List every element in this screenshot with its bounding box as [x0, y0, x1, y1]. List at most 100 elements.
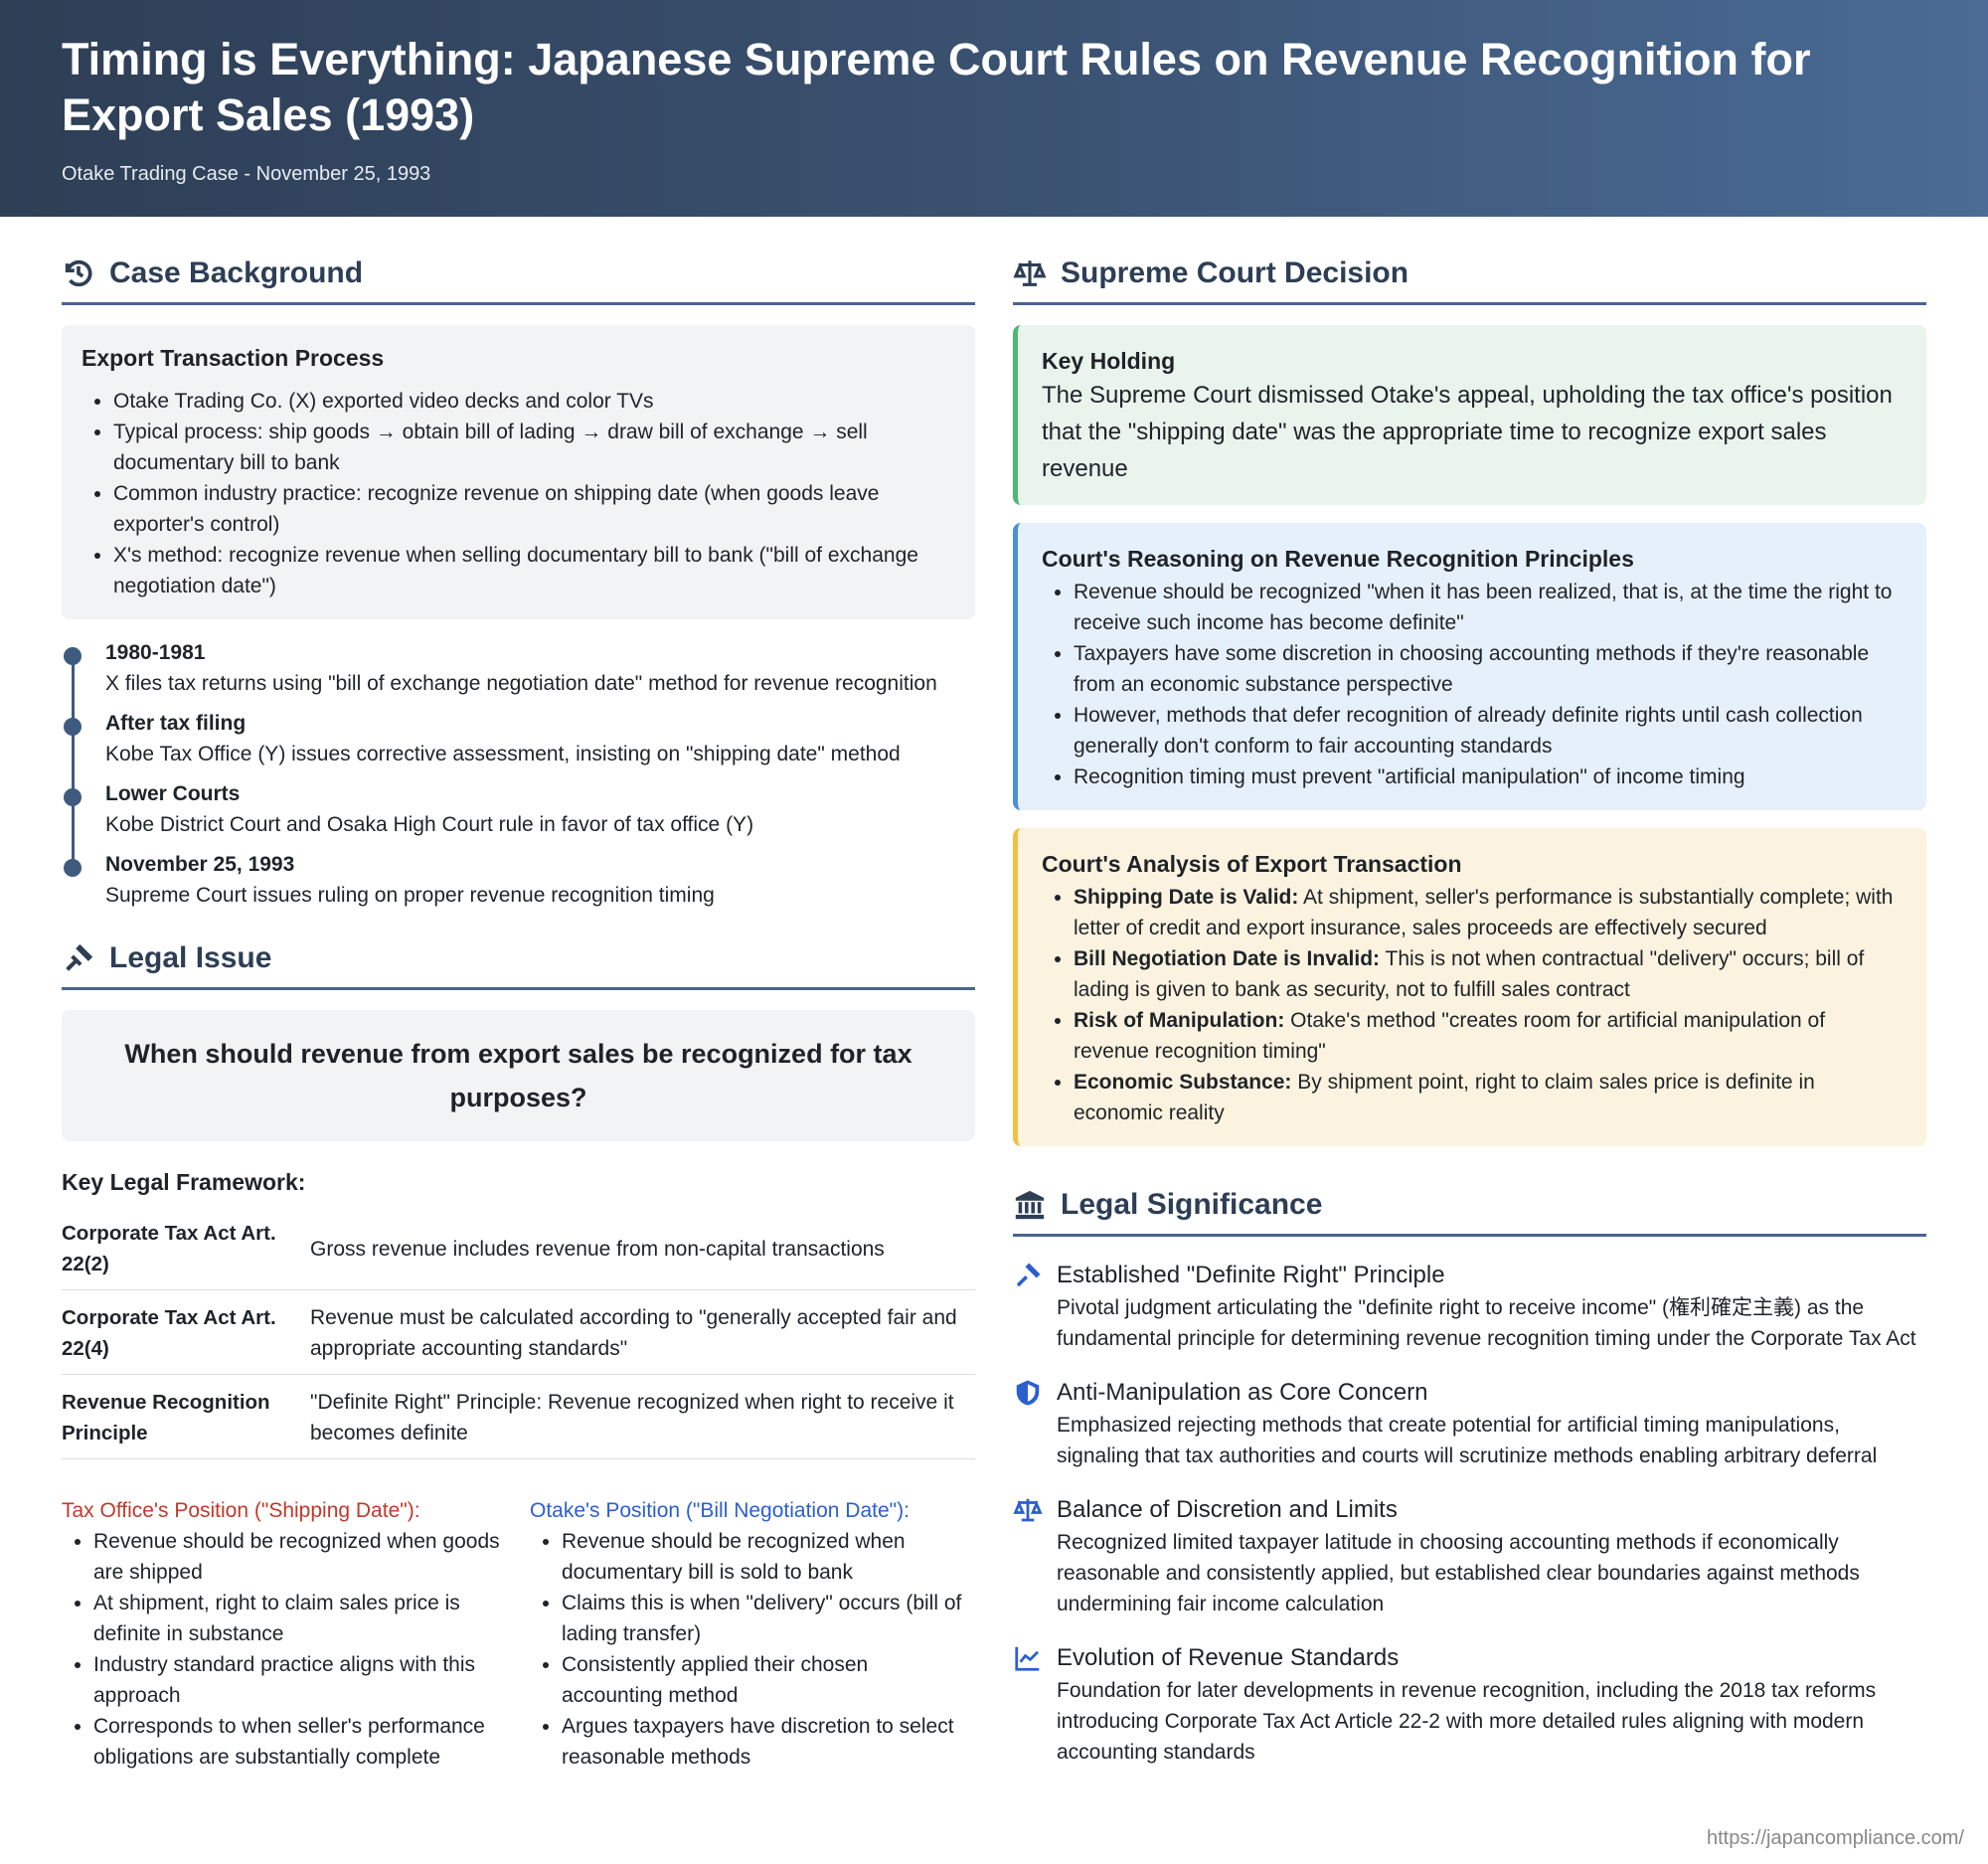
list-item: Revenue should be recognized when goods …: [93, 1526, 506, 1588]
item-text: By shipment point, right to claim sales …: [1074, 1071, 1815, 1124]
scale-icon: [1013, 1498, 1043, 1522]
legal-issue-heading: Legal Issue: [62, 920, 975, 990]
holding-text: The Supreme Court dismissed Otake's appe…: [1042, 382, 1893, 482]
timeline: 1980-1981 X files tax returns using "bill…: [62, 637, 975, 911]
list-item: X's method: recognize revenue when selli…: [113, 540, 955, 601]
scale-icon: [1013, 260, 1047, 286]
timeline-dot: [64, 647, 82, 665]
timeline-text: Kobe District Court and Osaka High Court…: [105, 813, 754, 836]
item-text: This is not when contractual "delivery" …: [1074, 947, 1865, 1001]
list-item: Corresponds to when seller's performance…: [93, 1711, 506, 1773]
tax-office-position: Tax Office's Position ("Shipping Date"):…: [62, 1495, 506, 1773]
page-header: Timing is Everything: Japanese Supreme C…: [0, 0, 1988, 217]
chart-line-icon: [1015, 1646, 1040, 1671]
list-item: Revenue should be recognized "when it ha…: [1074, 577, 1903, 638]
timeline-item: 1980-1981 X files tax returns using "bill…: [64, 637, 975, 699]
list-item: Typical process: ship goods → obtain bil…: [113, 417, 955, 478]
item-label: Shipping Date is Valid:: [1074, 886, 1299, 909]
timeline-text: Supreme Court issues ruling on proper re…: [105, 884, 715, 907]
timeline-date: Lower Courts: [105, 782, 241, 805]
list-item: Common industry practice: recognize reve…: [113, 478, 955, 540]
list-item: Argues taxpayers have discretion to sele…: [562, 1711, 974, 1773]
timeline-date: 1980-1981: [105, 641, 206, 664]
significance-heading: Legal Significance: [1013, 1146, 1926, 1237]
footer-url[interactable]: https://japancompliance.com/: [1706, 1827, 1964, 1849]
table-row: Corporate Tax Act Art. 22(4)Revenue must…: [62, 1289, 975, 1375]
list-item: Otake Trading Co. (X) exported video dec…: [113, 386, 955, 417]
list-item: Revenue should be recognized when docume…: [562, 1526, 974, 1588]
timeline-dot: [64, 859, 82, 877]
box-title: Court's Analysis of Export Transaction: [1042, 851, 1462, 877]
timeline-text: Kobe Tax Office (Y) issues corrective as…: [105, 743, 901, 765]
list-item: Industry standard practice aligns with t…: [93, 1649, 506, 1711]
case-background-heading: Case Background: [62, 217, 975, 305]
list-item: Consistently applied their chosen accoun…: [562, 1649, 974, 1711]
reasoning-box: Court's Reasoning on Revenue Recognition…: [1013, 523, 1926, 810]
item-label: Bill Negotiation Date is Invalid:: [1074, 947, 1381, 970]
framework-key: Corporate Tax Act Art. 22(4): [62, 1289, 310, 1375]
page-title: Timing is Everything: Japanese Supreme C…: [62, 34, 1811, 140]
otake-position: Otake's Position ("Bill Negotiation Date…: [530, 1495, 974, 1773]
section-title: Supreme Court Decision: [1061, 256, 1409, 289]
landmark-icon: [1015, 1190, 1045, 1220]
table-row: Corporate Tax Act Art. 22(2)Gross revenu…: [62, 1206, 975, 1290]
gavel-icon: [1016, 1263, 1041, 1287]
history-icon: [65, 259, 92, 287]
page-subtitle: Otake Trading Case - November 25, 1993: [62, 163, 431, 185]
list-item: Claims this is when "delivery" occurs (b…: [562, 1588, 974, 1649]
position-title: Otake's Position ("Bill Negotiation Date…: [530, 1499, 910, 1522]
timeline-dot: [64, 718, 82, 736]
list-item: Bill Negotiation Date is Invalid: This i…: [1074, 943, 1903, 1005]
box-title: Court's Reasoning on Revenue Recognition…: [1042, 546, 1634, 572]
positions: Tax Office's Position ("Shipping Date"):…: [62, 1495, 975, 1773]
section-title: Case Background: [109, 256, 364, 289]
item-text: At shipment, seller's performance is sub…: [1074, 886, 1894, 939]
gavel-icon: [66, 943, 93, 971]
item-title: Anti-Manipulation as Core Concern: [1057, 1379, 1428, 1406]
framework-key: Corporate Tax Act Art. 22(2): [62, 1206, 310, 1290]
item-title: Evolution of Revenue Standards: [1057, 1644, 1400, 1671]
item-text: Recognized limited taxpayer latitude in …: [1057, 1531, 1860, 1615]
table-row: Revenue Recognition Principle"Definite R…: [62, 1374, 975, 1459]
shield-icon: [1016, 1380, 1040, 1406]
key-holding-box: Key Holding The Supreme Court dismissed …: [1013, 325, 1926, 505]
decision-heading: Supreme Court Decision: [1013, 217, 1926, 305]
timeline-date: November 25, 1993: [105, 853, 295, 876]
box-title: Export Transaction Process: [82, 345, 385, 371]
timeline-date: After tax filing: [105, 712, 247, 735]
list-item: Taxpayers have some discretion in choosi…: [1074, 638, 1903, 700]
list-item: Economic Substance: By shipment point, r…: [1074, 1067, 1903, 1128]
framework-value: Gross revenue includes revenue from non-…: [310, 1206, 975, 1290]
item-text: Emphasized rejecting methods that create…: [1057, 1414, 1878, 1467]
list-item: However, methods that defer recognition …: [1074, 700, 1903, 762]
position-title: Tax Office's Position ("Shipping Date"):: [62, 1499, 420, 1522]
timeline-dot: [64, 788, 82, 806]
item-text: Foundation for later developments in rev…: [1057, 1679, 1877, 1764]
item-title: Established "Definite Right" Principle: [1057, 1262, 1445, 1288]
legal-question: When should revenue from export sales be…: [62, 1010, 975, 1141]
list-item: Recognition timing must prevent "artific…: [1074, 762, 1903, 792]
timeline-text: X files tax returns using "bill of excha…: [105, 672, 937, 695]
right-column: Supreme Court Decision Key Holding The S…: [1013, 217, 1926, 1773]
item-text: Pivotal judgment articulating the "defin…: [1057, 1296, 1916, 1350]
analysis-box: Court's Analysis of Export Transaction S…: [1013, 828, 1926, 1146]
list-item: At shipment, right to claim sales price …: [93, 1588, 506, 1649]
list-item: Shipping Date is Valid: At shipment, sel…: [1074, 882, 1903, 943]
item-label: Risk of Manipulation:: [1074, 1009, 1285, 1032]
item-text: Otake's method "creates room for artific…: [1074, 1009, 1826, 1063]
framework-key: Revenue Recognition Principle: [62, 1374, 310, 1459]
section-title: Legal Issue: [109, 941, 272, 974]
framework-value: "Definite Right" Principle: Revenue reco…: [310, 1374, 975, 1459]
framework-value: Revenue must be calculated according to …: [310, 1289, 975, 1375]
framework-title: Key Legal Framework:: [62, 1169, 306, 1195]
left-column: Case Background Export Transaction Proce…: [62, 217, 975, 1773]
item-title: Balance of Discretion and Limits: [1057, 1496, 1398, 1523]
box-title: Key Holding: [1042, 348, 1176, 374]
